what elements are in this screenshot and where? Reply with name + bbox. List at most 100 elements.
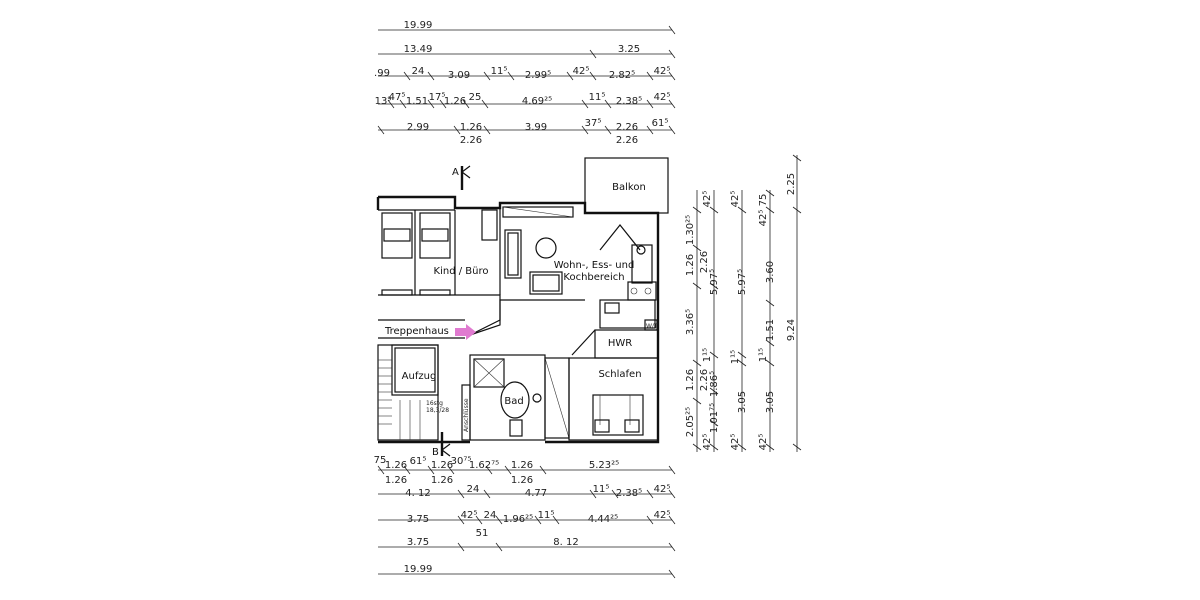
dim-top-row4-4: 1.26 [444, 96, 466, 107]
dim-side-col4-2: 3.60 [765, 261, 776, 283]
dim-bottom-row3-5: 4.44²⁵ [588, 514, 618, 525]
room-label-wohn-2: Kochbereich [563, 272, 624, 283]
dim-bottom-row4-0: 3.75 [407, 537, 429, 548]
dim-top-row2-0: 13.49 [404, 44, 433, 55]
dim-bottom-row3-4: 11⁵ [538, 510, 555, 521]
dim-top-row3-7: 42⁵ [654, 66, 671, 77]
dim-top-row4-0: 13⁹ [375, 96, 392, 107]
dim-side-col4-5: 3.05 [765, 391, 776, 413]
dim-top-row1-0: 19.99 [404, 20, 433, 31]
dim-top-row3-3: 11⁵ [491, 66, 508, 77]
dim-bottom-row1-lower-2: 1.26 [511, 475, 533, 486]
dim-bottom-row3-0: 3.75 [407, 514, 429, 525]
dim-bottom-row2-5: 42⁵ [654, 484, 671, 495]
side-dimension-chains: 1.30²⁵ 1.26 3.36⁵ 1.26 2.05²⁵ 42⁵ 2.26 5… [685, 154, 802, 452]
dim-bottom-row2-0: 4. 12 [405, 488, 430, 499]
stair-note-2: 18,3/28 [426, 407, 449, 414]
dim-top-row4-2: 1.51 [406, 96, 428, 107]
dim-bottom-row3-below-0: 51 [476, 528, 489, 539]
dim-side-col4-6: 42⁵ [758, 434, 769, 451]
dim-side-col2-7: 42⁵ [702, 434, 713, 451]
dim-bottom-row4-1: 8. 12 [553, 537, 578, 548]
dim-top-row3-5: 42⁵ [573, 66, 590, 77]
dim-bottom-row5-0: 19.99 [404, 564, 433, 575]
dim-side-col3-4: 42⁵ [730, 434, 741, 451]
dim-top-row4-3: 17⁵ [429, 92, 446, 103]
dim-top-row4-5: 25 [469, 92, 482, 103]
dim-top-row5-below-0: 2.26 [460, 135, 482, 146]
dim-top-row4-7: 11⁵ [589, 92, 606, 103]
room-label-treppenhaus: Treppenhaus [384, 326, 449, 337]
stair-note-1: 16stg [426, 400, 443, 407]
dim-top-row3-2: 3.09 [448, 70, 470, 81]
dim-top-row4-9: 42⁵ [654, 92, 671, 103]
dim-top-row4-1: 47⁵ [389, 92, 406, 103]
section-mark-b-label: B [432, 447, 439, 458]
dim-bottom-row1-4: 30⁷⁵ [451, 456, 472, 467]
dim-bottom-row1-7: 5.23²⁵ [589, 460, 619, 471]
dim-side-col5-1: 9.24 [786, 319, 797, 341]
dim-bottom-row1-2: 61⁵ [410, 456, 427, 467]
furniture [381, 206, 658, 331]
dim-top-row3-4: 2.99⁵ [525, 70, 551, 81]
room-label-aufzug: Aufzug [402, 371, 437, 382]
dim-bottom-row1-6: 1.26 [511, 460, 533, 471]
dim-side-col1-2: 3.36⁵ [685, 309, 696, 335]
dim-top-row5-5: 61⁵ [652, 118, 669, 129]
dim-bottom-row3-3: 1.96²⁵ [503, 514, 533, 525]
section-mark-b: B [432, 432, 451, 458]
dim-bottom-row1-0: 75 [374, 455, 387, 466]
dim-top-row3-6: 2.82⁵ [609, 70, 635, 81]
dim-top-row5-0: 2.99 [407, 122, 429, 133]
dim-top-row3-0: .99 [374, 68, 390, 79]
room-label-wt: W/T [646, 323, 658, 330]
dim-side-col2-0: 42⁵ [702, 191, 713, 208]
room-label-kind: Kind / Büro [434, 266, 489, 277]
dim-side-col4-0: 42⁵ [758, 210, 769, 227]
dim-bottom-row1-lower-0: 1.26 [385, 475, 407, 486]
dim-top-row5-2: 3.99 [525, 122, 547, 133]
room-label-balkon: Balkon [612, 182, 646, 193]
top-dimension-chains: 19.99 13.49 3.25 .99 24 3.09 11⁵ 2.99⁵ 4… [374, 20, 676, 146]
dim-side-col3-2: 1¹⁵ [730, 350, 741, 364]
dim-side-col4-4: 1¹⁵ [758, 348, 769, 362]
dim-side-col2-5: 1.86⁵ [709, 371, 720, 397]
dim-side-col2-6: 1.01⁷⁵ [709, 403, 720, 433]
dim-top-row5-4: 2.26 [616, 122, 638, 133]
dim-side-col3-1: 5.97⁵ [737, 269, 748, 295]
bottom-dimension-chains: 75 1.26 61⁵ 1.26 30⁷⁵ 1.62⁷⁵ 1.26 5.23²⁵… [374, 455, 676, 579]
dim-side-col4-1: 75 [758, 194, 769, 207]
dim-side-col3-3: 3.05 [737, 391, 748, 413]
dim-top-row4-8: 2.38⁵ [616, 96, 642, 107]
dim-side-col2-2: 5.97⁵ [709, 269, 720, 295]
dim-side-col1-0: 1.30²⁵ [685, 215, 696, 245]
dim-side-col4-3: 1.51 [765, 319, 776, 341]
dim-bottom-row1-1: 1.26 [385, 460, 407, 471]
dim-side-col5-0: 2.25 [786, 173, 797, 195]
dim-side-col2-3: 1¹⁵ [702, 348, 713, 362]
room-label-wohn-1: Wohn-, Ess- und [554, 260, 635, 271]
dim-top-row4-6: 4.69²⁵ [522, 96, 552, 107]
dim-top-row5-below-1: 2.26 [616, 135, 638, 146]
dim-top-row2-1: 3.25 [618, 44, 640, 55]
dim-bottom-row1-5: 1.62⁷⁵ [469, 460, 499, 471]
dim-side-col2-4: 2.26 [699, 369, 710, 391]
dim-bottom-row3-1: 42⁵ [461, 510, 478, 521]
section-mark-a: A [452, 165, 471, 190]
dim-bottom-row3-2: 24 [484, 510, 497, 521]
dim-bottom-row1-lower-1: 1.26 [431, 475, 453, 486]
room-label-anschluesse: Anschlüsse [463, 398, 470, 432]
dim-bottom-row2-2: 4.77 [525, 488, 547, 499]
dim-bottom-row2-1: 24 [467, 484, 480, 495]
dim-side-col1-4: 2.05²⁵ [685, 407, 696, 437]
dim-bottom-row2-4: 2.38⁵ [616, 488, 642, 499]
dim-top-row5-1: 1.26 [460, 122, 482, 133]
dim-side-col1-1: 1.26 [685, 254, 696, 276]
dim-side-col3-0: 42⁵ [730, 191, 741, 208]
dim-top-row5-3: 37⁵ [585, 118, 602, 129]
dim-top-row3-1: 24 [412, 66, 425, 77]
entrance-arrow-icon [455, 324, 476, 340]
room-label-schlafen: Schlafen [598, 369, 641, 380]
dim-bottom-row1-3: 1.26 [431, 460, 453, 471]
